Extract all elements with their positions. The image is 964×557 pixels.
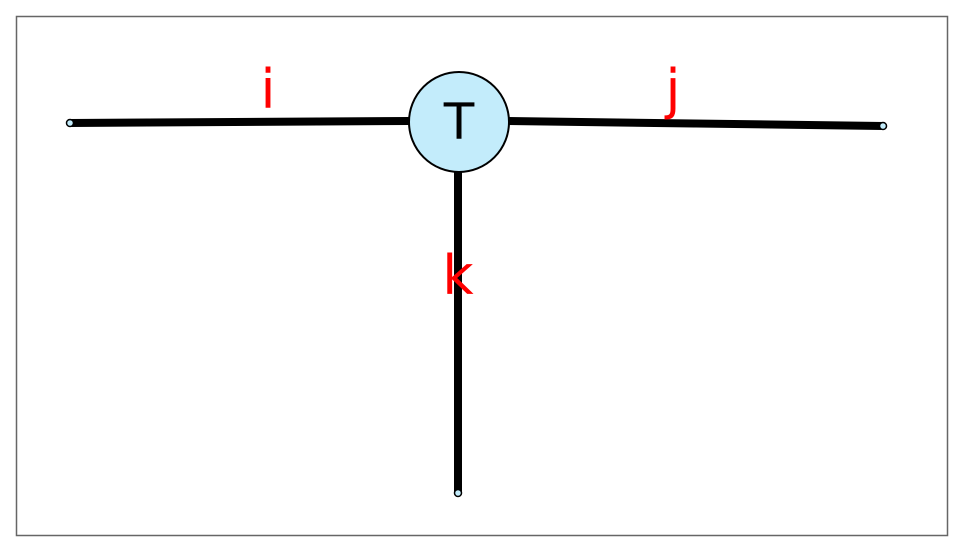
tensor-node-label: T	[443, 93, 475, 151]
edge-j-label: j	[664, 58, 680, 121]
edge-i-label: i	[260, 58, 275, 121]
tensor-node[interactable]	[408, 71, 510, 173]
edge-k-label: k	[442, 244, 474, 307]
edge-i-endpoint[interactable]	[65, 118, 75, 128]
edge-j-line[interactable]	[504, 117, 887, 130]
edge-j-endpoint[interactable]	[878, 121, 888, 131]
edge-k-endpoint[interactable]	[453, 488, 463, 498]
edge-i-line[interactable]	[66, 117, 414, 127]
